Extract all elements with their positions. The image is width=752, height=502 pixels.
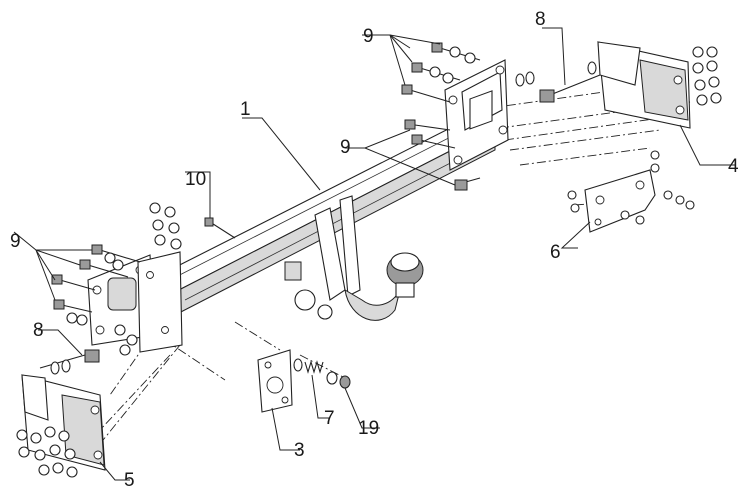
ball-collar [395, 282, 415, 298]
bolt-single [204, 217, 236, 239]
nuts-right-column [692, 46, 722, 106]
label-bolts-top-right: 9 [363, 26, 374, 47]
bolts-top-right-group [401, 42, 481, 103]
label-bracket-right: 4 [728, 156, 739, 177]
left-crossbar-plate [87, 251, 183, 353]
bolts-left-group [51, 244, 141, 326]
bolt-head [539, 89, 555, 103]
side-flange [137, 251, 183, 353]
small-bracket [284, 261, 302, 281]
socket-plate [257, 349, 293, 413]
bolts-center-group [404, 119, 481, 191]
guide-line [299, 354, 346, 379]
guide-line [519, 147, 651, 166]
long-bolt-right [515, 61, 601, 103]
guide-line [234, 321, 281, 351]
label-support-plate: 6 [550, 242, 561, 263]
leader-19 [344, 387, 380, 429]
crossbar [148, 117, 497, 316]
bracket-right [597, 41, 691, 129]
leader-10 [185, 171, 211, 218]
part-labels: 1 9 8 4 9 6 10 9 8 5 3 7 19 [10, 9, 739, 491]
label-socket-plate: 3 [294, 440, 305, 461]
leader-5 [99, 461, 130, 481]
spring-coil [304, 360, 324, 374]
label-bracket-left: 5 [124, 470, 135, 491]
guide-line [509, 129, 661, 151]
label-long-bolt-right: 8 [535, 9, 546, 30]
guide-line [109, 344, 146, 396]
nut-small [326, 371, 351, 389]
guide-line [149, 329, 226, 381]
label-crossbar: 1 [240, 99, 251, 120]
swan-neck [344, 289, 401, 321]
leader-7 [311, 374, 330, 419]
crossbar-top-face [148, 117, 497, 293]
label-bolts-center: 9 [340, 137, 351, 158]
spring [293, 358, 324, 374]
leader-4 [679, 124, 735, 166]
tow-ball-neck [284, 195, 424, 321]
leader-8-left [38, 329, 83, 356]
leader-6 [560, 221, 591, 249]
bracket-left [21, 374, 106, 471]
leader-1 [242, 117, 321, 191]
neck-bracket-right [339, 195, 361, 297]
nuts-bottom-left [16, 426, 78, 478]
nuts-support-plate [567, 150, 695, 225]
nuts-left-column [114, 202, 182, 356]
bolt-head [84, 349, 100, 363]
leader-8-right [542, 27, 566, 86]
label-bolts-left: 9 [10, 231, 21, 252]
right-crossbar-plate [444, 59, 509, 171]
guide-line [94, 344, 181, 451]
leader-3 [271, 407, 300, 451]
support-plate [584, 169, 656, 233]
guide-line [99, 354, 171, 431]
guide-line [504, 117, 661, 141]
label-long-bolt-left: 8 [33, 320, 44, 341]
label-spring: 7 [324, 408, 335, 429]
label-nut-small: 19 [358, 418, 379, 439]
label-bolt-single: 10 [185, 169, 206, 190]
lock-pin [294, 289, 316, 311]
long-bolt-left [39, 349, 100, 375]
plate-window [107, 277, 137, 311]
plate-window [469, 90, 493, 130]
leader-lines [13, 27, 735, 481]
